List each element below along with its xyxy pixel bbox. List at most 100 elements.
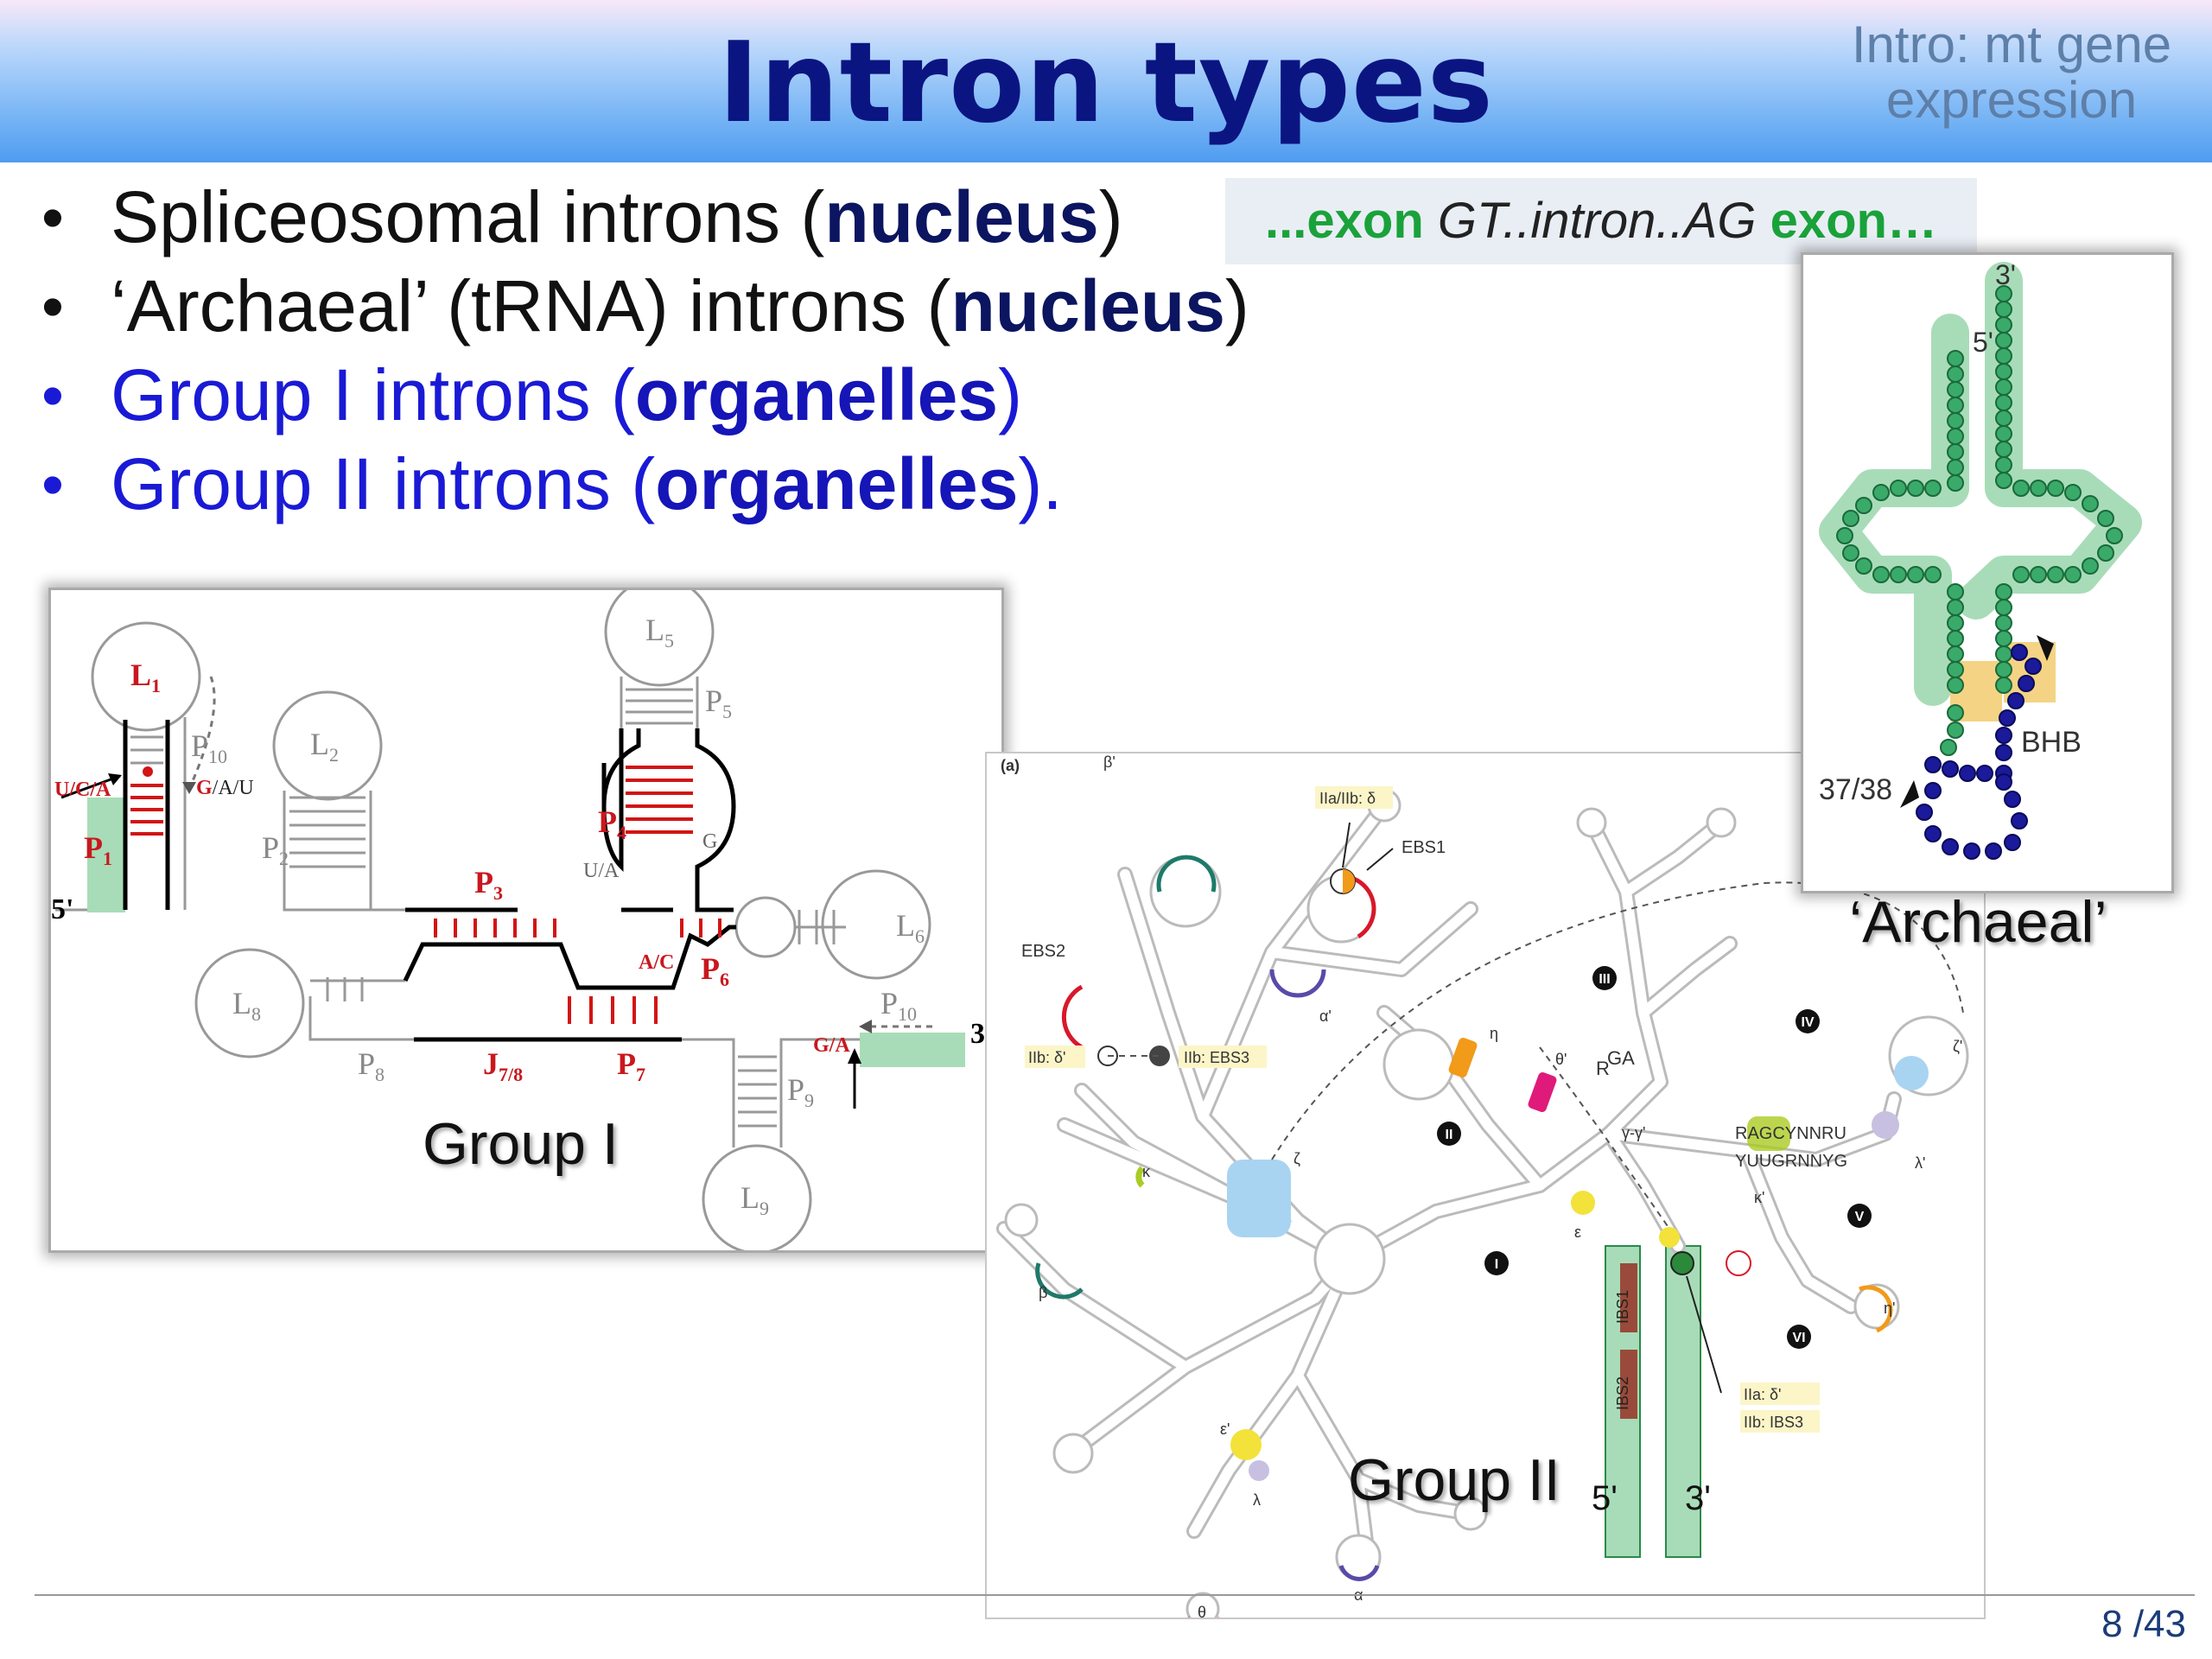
nucleotide-bead	[1995, 316, 2012, 334]
domain-vi: VI	[1792, 1331, 1805, 1345]
nucleotide-bead	[2004, 791, 2021, 808]
label-5prime: 5'	[1973, 327, 1993, 358]
rag-box	[1747, 1116, 1790, 1151]
nucleotide-bead	[1947, 721, 1964, 739]
stem-rungs-grey	[130, 688, 836, 1128]
cut-arrow-bottom	[1900, 780, 1919, 808]
nucleotide-bead	[2018, 675, 2035, 692]
nucleotide-bead	[1995, 301, 2012, 318]
loop-l2	[272, 690, 383, 801]
nucleotide-bead	[1947, 474, 1964, 492]
nucleotide-bead	[1940, 739, 1957, 756]
nucleotide-bead	[1995, 614, 2012, 632]
ya-dot	[1659, 1227, 1680, 1248]
label-iib-ibs3: IIb: IBS3	[1744, 1414, 1803, 1431]
epsilon-dot	[1571, 1191, 1595, 1215]
label-epsilon: ε	[1574, 1224, 1581, 1241]
nucleotide-bead	[2097, 544, 2114, 562]
label-p1: P1	[84, 830, 112, 869]
label-3prime: 3'	[1995, 259, 2016, 290]
nucleotide-bead	[1942, 838, 1959, 855]
bullet-group-ii: Group II introns (organelles).	[41, 440, 1268, 529]
bullet-archaeal: ‘Archaeal’ (tRNA) introns (nucleus)	[41, 262, 1268, 351]
nucleotide-bead	[1995, 661, 2012, 678]
group-i-exon-5prime	[87, 798, 125, 912]
nucleotide-bead	[2011, 644, 2028, 661]
nucleotide-bead	[1872, 566, 1890, 583]
nucleotide-bead	[1995, 456, 2012, 474]
nucleotide-bead	[2097, 510, 2114, 527]
nucleotide-bead	[1855, 557, 1872, 575]
bullet-list: Spliceosomal introns (nucleus) ‘Archaeal…	[41, 173, 1268, 529]
nucleotide-bead	[1907, 566, 1924, 583]
title-bar: Intron types Intro: mt gene expression	[0, 0, 2212, 162]
nucleotide-bead	[1976, 765, 1993, 782]
accent-eta-prime	[1859, 1285, 1893, 1333]
p10-dashed-arrow	[188, 676, 216, 790]
label-ibs1: IBS1	[1614, 1290, 1631, 1324]
label-iib-delta-prime: IIb: δ'	[1028, 1049, 1065, 1066]
nucleotide-bead	[1947, 443, 1964, 461]
iia-delta-prime-marker	[1670, 1251, 1694, 1275]
label-eta-prime: η'	[1884, 1300, 1895, 1317]
loop-l5	[604, 590, 715, 687]
group-i-exon-3prime	[860, 1033, 965, 1067]
label-ga: GA	[1607, 1047, 1635, 1069]
nucleotide-bead	[1872, 484, 1890, 501]
splice-exon-right: exon…	[1770, 193, 1937, 249]
loop-small-5	[1576, 807, 1607, 838]
nucleotide-bead	[2024, 658, 2042, 675]
label-p3: P3	[474, 865, 503, 904]
nucleotide-bead	[1985, 842, 2002, 860]
nucleotide-bead	[1947, 350, 1964, 367]
splice-site-arrows	[60, 774, 856, 1109]
nucleotide-bead	[1947, 459, 1964, 476]
label-eta: η	[1490, 1025, 1498, 1042]
label-gau: G/A/U	[196, 777, 254, 799]
nucleotide-bead	[1995, 773, 2012, 791]
nucleotide-bead	[2007, 692, 2024, 709]
label-p5: P5	[705, 683, 732, 722]
label-alpha-prime: α'	[1319, 1007, 1332, 1025]
splice-exon-left: ...exon	[1265, 193, 1424, 249]
footer-line	[35, 1594, 2195, 1596]
archaeal-caption: ‘Archaeal’	[1849, 889, 2107, 955]
label-iia-iib-delta: IIa/IIb: δ	[1319, 790, 1376, 807]
label-kappa: κ	[1142, 1163, 1151, 1180]
nucleotide-bead	[1995, 425, 2012, 442]
label-lambda-prime: λ'	[1915, 1154, 1925, 1172]
label-bhb: BHB	[2021, 726, 2082, 759]
nucleotide-bead	[1947, 630, 1964, 647]
domain-iii: III	[1599, 972, 1610, 987]
nucleotide-bead	[2106, 527, 2123, 544]
lambda-dot	[1249, 1460, 1269, 1481]
page-number: 8 /43	[2101, 1603, 2186, 1645]
nucleotide-bead	[1995, 347, 2012, 365]
cut-arrow-top	[2037, 635, 2054, 661]
backbone-grey	[55, 677, 860, 1147]
p10b-arrow-head	[859, 1020, 872, 1033]
label-yuugr: YUUGRNNYG	[1735, 1152, 1847, 1171]
p10-arrow-head	[182, 782, 196, 794]
nucleotide-bead	[1924, 825, 1942, 842]
nucleotide-bead	[1890, 566, 1907, 583]
group-i-structure: L1 L2 L5 L6 L8 L9 P1 P2 P3 P4 P5 P6 P7 P…	[51, 590, 993, 1250]
nucleotide-bead	[2082, 557, 2099, 575]
group-i-diagram: L1 L2 L5 L6 L8 L9 P1 P2 P3 P4 P5 P6 P7 P…	[48, 588, 1004, 1253]
nucleotide-bead	[1947, 645, 1964, 663]
loop-l6	[821, 869, 931, 980]
label-3prime: 3'	[1685, 1479, 1711, 1517]
loop-small-3	[1453, 1497, 1488, 1531]
nucleotide-bead	[2012, 566, 2030, 583]
zeta-prime-dot	[1894, 1056, 1929, 1090]
nucleotide-bead	[1924, 782, 1942, 799]
ibs-exons	[1605, 1245, 1701, 1558]
nucleotide-bead	[1995, 727, 2012, 744]
nucleotide-bead	[1995, 441, 2012, 458]
stem-rungs-red	[130, 766, 721, 1024]
nucleotide-bead	[1995, 394, 2012, 411]
nucleotide-bead	[1842, 544, 1859, 562]
label-lambda: λ	[1253, 1491, 1261, 1509]
label-zeta: ζ	[1294, 1150, 1300, 1167]
accent-beta	[1035, 1262, 1084, 1300]
